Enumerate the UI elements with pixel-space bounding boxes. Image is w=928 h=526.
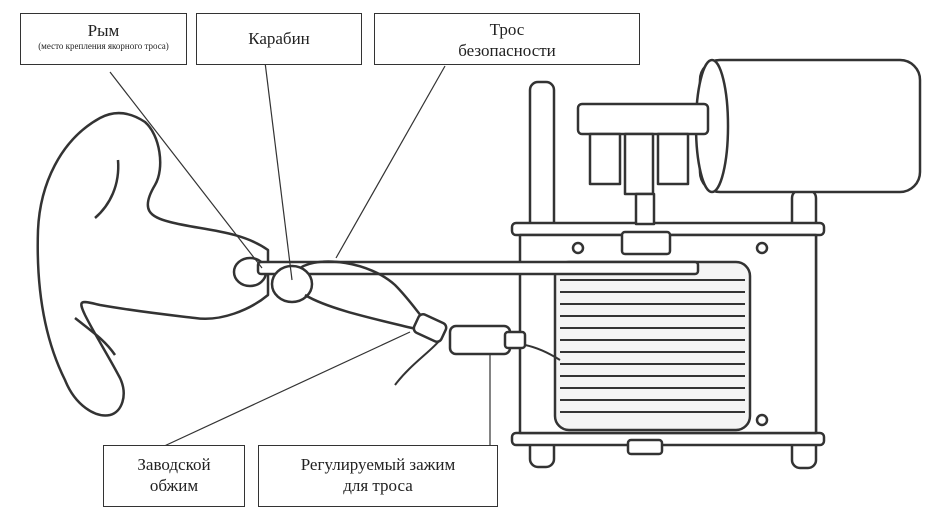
label-eye-bolt-subtitle: (место крепления якорного троса) <box>38 41 169 52</box>
factory-crimp-sleeve <box>412 312 448 344</box>
label-safety-cable-line2: безопасности <box>458 41 556 61</box>
drum-coils <box>560 279 745 413</box>
cable-assembly <box>270 260 561 386</box>
winch-drum <box>553 260 752 432</box>
label-carabiner: Карабин <box>196 13 362 65</box>
label-eye-bolt-title: Рым <box>87 21 120 40</box>
leader-lines <box>109 61 491 449</box>
winch <box>256 58 922 470</box>
label-safety-cable: Трос безопасности <box>374 13 640 65</box>
label-carabiner-title: Карабин <box>248 29 310 48</box>
carabiner <box>270 264 314 304</box>
label-adjustable-clamp-line1: Регулируемый зажим <box>300 455 456 474</box>
winch-motor <box>698 58 922 194</box>
label-eye-bolt: Рым (место крепления якорного троса) <box>20 13 187 65</box>
label-factory-crimp-line1: Заводской <box>137 455 211 474</box>
label-safety-cable-line1: Трос <box>489 20 525 39</box>
adjustable-clamp <box>448 324 512 356</box>
label-factory-crimp-line2: обжим <box>149 476 199 496</box>
anchor-rod <box>256 260 700 276</box>
label-factory-crimp: Заводской обжим <box>103 445 245 507</box>
gearbox <box>576 102 710 136</box>
label-adjustable-clamp: Регулируемый зажим для троса <box>258 445 498 507</box>
label-adjustable-clamp-line2: для троса <box>343 476 413 496</box>
anchor <box>36 111 270 417</box>
